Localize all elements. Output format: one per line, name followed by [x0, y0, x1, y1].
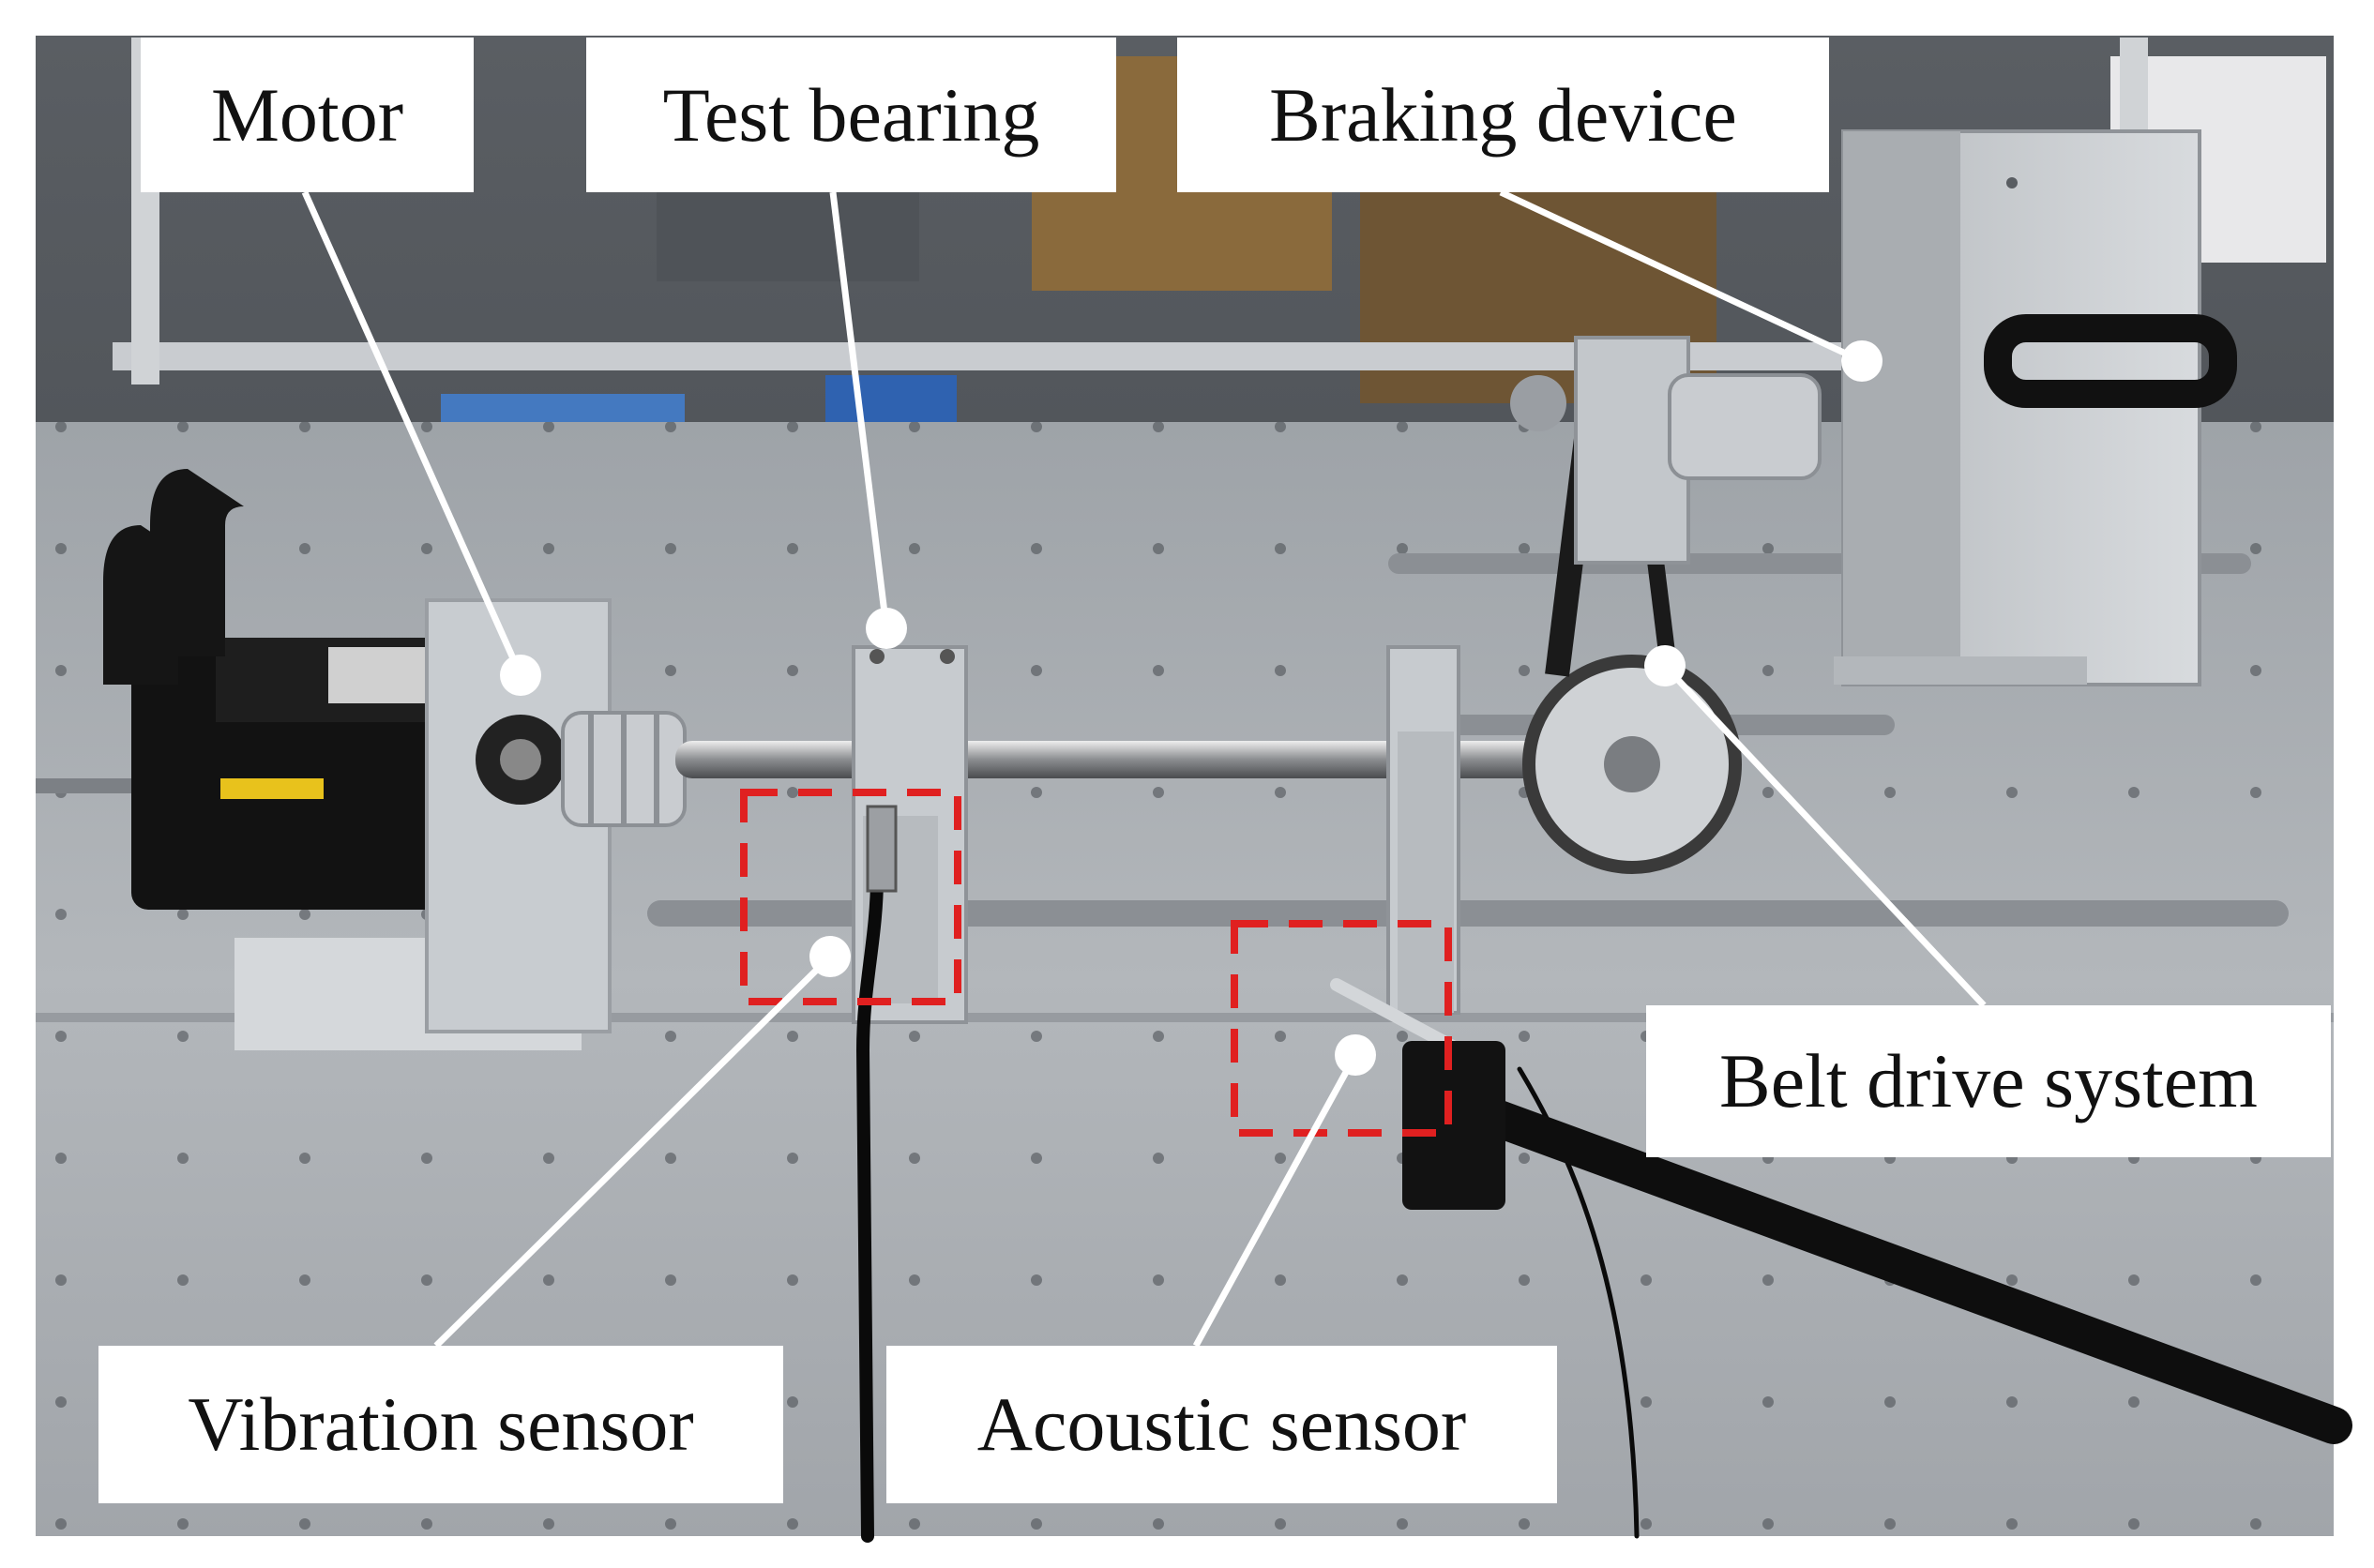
leader-lines [301, 188, 1987, 1349]
vibration-sensor-leader-line [433, 954, 833, 1349]
acoustic-sensor-label: Acoustic sensor [886, 1346, 1557, 1503]
vibration-sensor [866, 805, 898, 893]
motor-label: Motor [141, 38, 474, 192]
acoustic-sensor [1330, 978, 1505, 1210]
test-bearing-leader-line [829, 191, 890, 629]
motor-coupling [561, 711, 687, 827]
belt-drive [1510, 336, 1822, 874]
acoustic-sensor-leader-line [1192, 1053, 1359, 1348]
belt-drive-system-label: Belt drive system [1646, 1005, 2331, 1157]
test-bearing-label: Test bearing [586, 38, 1116, 192]
shaft [675, 741, 1632, 778]
braking-device-label: Braking device [1177, 38, 1829, 192]
braking-device [1834, 129, 2237, 686]
braking-device-leader-line [1499, 188, 1864, 365]
belt-drive-leader-line [1662, 663, 1987, 1008]
vibration-sensor-label: Vibration sensor [98, 1346, 783, 1503]
leader-endpoints [500, 340, 1883, 1076]
sensor-cables [855, 870, 2352, 1543]
support-bearing-housing [1386, 645, 1460, 1015]
motor-leader-line [301, 190, 524, 677]
